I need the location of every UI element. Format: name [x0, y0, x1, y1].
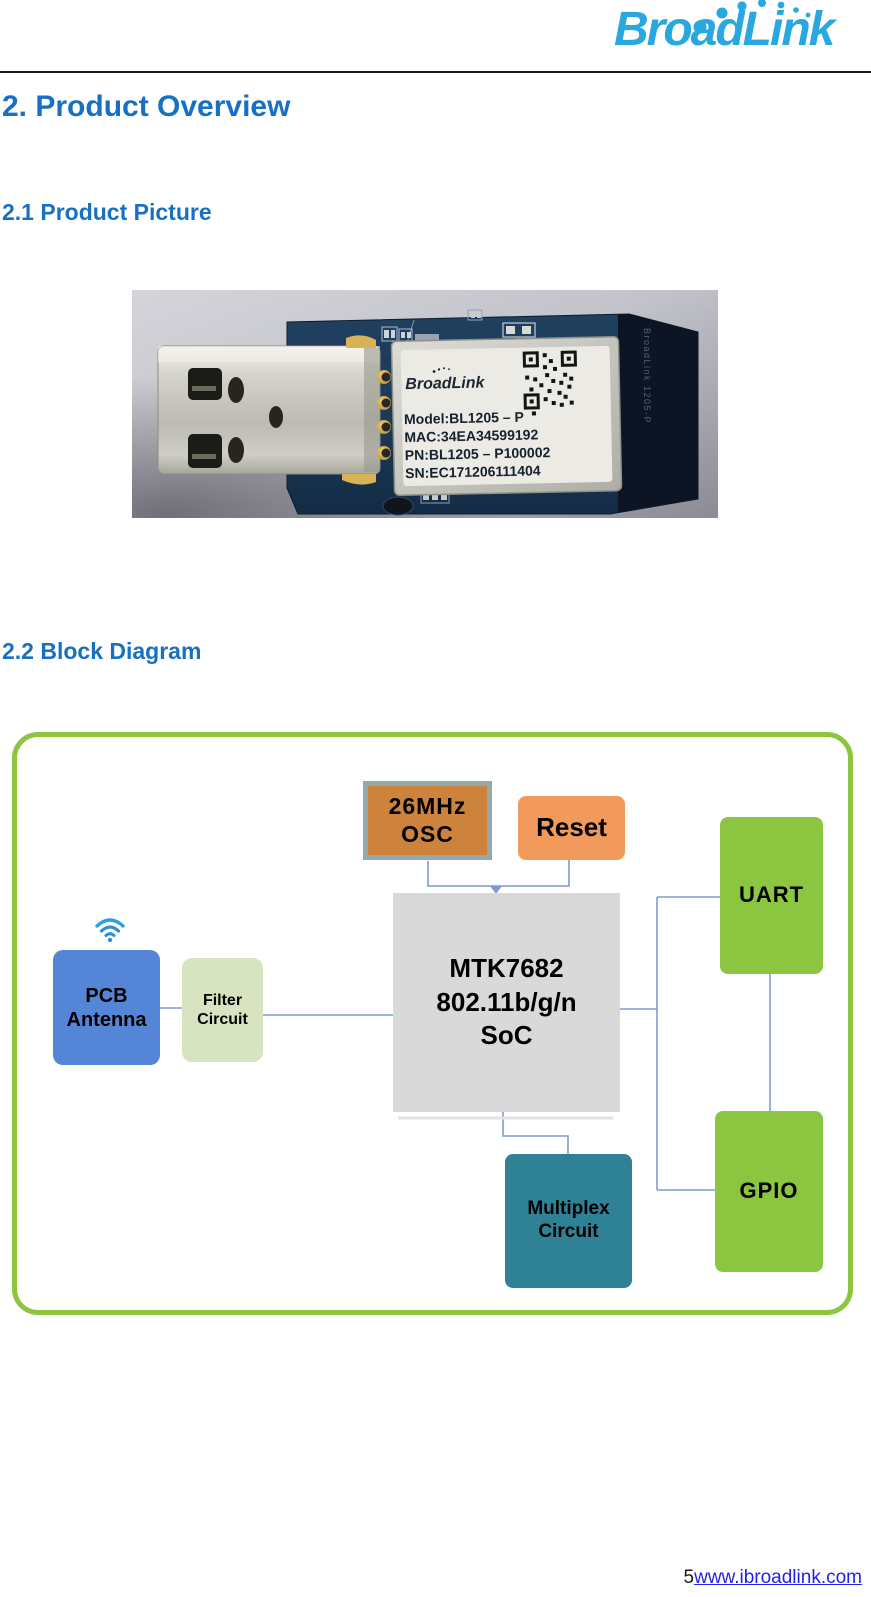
- block-mtk7682-soc: MTK7682 802.11b/g/n SoC: [393, 893, 620, 1112]
- module-label-model: Model:BL1205 – P: [404, 409, 524, 428]
- header-divider: [0, 71, 871, 73]
- block-label: PCB: [85, 984, 128, 1007]
- block-label: Reset: [536, 812, 607, 843]
- product-photo-image: BroadLink: [132, 290, 718, 518]
- block-label: SoC: [480, 1020, 533, 1051]
- usb-slot-top: [188, 368, 222, 400]
- block-gpio: GPIO: [715, 1111, 823, 1272]
- footer-link[interactable]: www.ibroadlink.com: [694, 1567, 862, 1588]
- logo-dots-arc-icon: [693, 0, 811, 34]
- block-label: GPIO: [739, 1178, 799, 1204]
- page-number: 5: [683, 1567, 695, 1588]
- solder-pins: [377, 370, 391, 460]
- subsection-title-block-diagram: 2.2 Block Diagram: [2, 638, 202, 664]
- svg-text:BroadLink: BroadLink: [405, 374, 486, 393]
- block-label: Circuit: [538, 1221, 599, 1242]
- board-side-silkscreen: BroadLink 1205-P: [642, 328, 652, 424]
- module-label-pn: PN:BL1205 – P100002: [405, 444, 551, 463]
- block-label: 26MHz: [388, 792, 467, 819]
- block-label: Multiplex: [527, 1198, 610, 1220]
- usb-hole: [269, 406, 283, 428]
- wifi-icon: [95, 918, 125, 942]
- product-photo: BroadLink: [132, 290, 718, 518]
- usb-slot-bottom: [188, 434, 222, 468]
- block-uart: UART: [720, 817, 823, 974]
- block-26mhz-osc: 26MHz OSC: [363, 781, 492, 860]
- block-pcb-antenna: PCB Antenna: [53, 950, 160, 1065]
- module-brand: BroadLink: [405, 367, 486, 393]
- broadlink-logo: BroadLink: [600, 0, 871, 70]
- logo-wordmark: BroadLink: [614, 3, 835, 56]
- block-label: OSC: [401, 820, 454, 847]
- shield-module: BroadLink: [390, 335, 623, 496]
- page-footer: 5www.ibroadlink.com: [684, 1567, 862, 1589]
- block-label: 802.11b/g/n: [436, 986, 577, 1017]
- block-label: Filter: [202, 991, 243, 1009]
- block-multiplex-circuit: Multiplex Circuit: [505, 1154, 632, 1288]
- section-title: 2. Product Overview: [2, 90, 291, 123]
- module-label-sn: SN:EC171206111404: [405, 462, 541, 481]
- usb-hole: [228, 377, 244, 403]
- block-diagram: 26MHz OSC Reset MTK7682 802.11b/g/n SoC …: [12, 732, 853, 1315]
- pcb-board-end: [618, 314, 698, 512]
- block-label: MTK7682: [449, 952, 564, 983]
- block-filter-circuit: Filter Circuit: [182, 958, 263, 1062]
- qr-code-icon: [522, 350, 577, 416]
- block-label: Antenna: [66, 1008, 147, 1031]
- subsection-title-product-picture: 2.1 Product Picture: [2, 199, 212, 225]
- diagram-connector-lines: [160, 860, 771, 1191]
- block-label: Circuit: [197, 1011, 248, 1028]
- module-label-mac: MAC:34EA34599192: [404, 426, 538, 445]
- usb-connector: [157, 345, 381, 475]
- block-label: UART: [738, 882, 805, 908]
- usb-hole: [228, 437, 244, 463]
- block-reset: Reset: [518, 796, 625, 860]
